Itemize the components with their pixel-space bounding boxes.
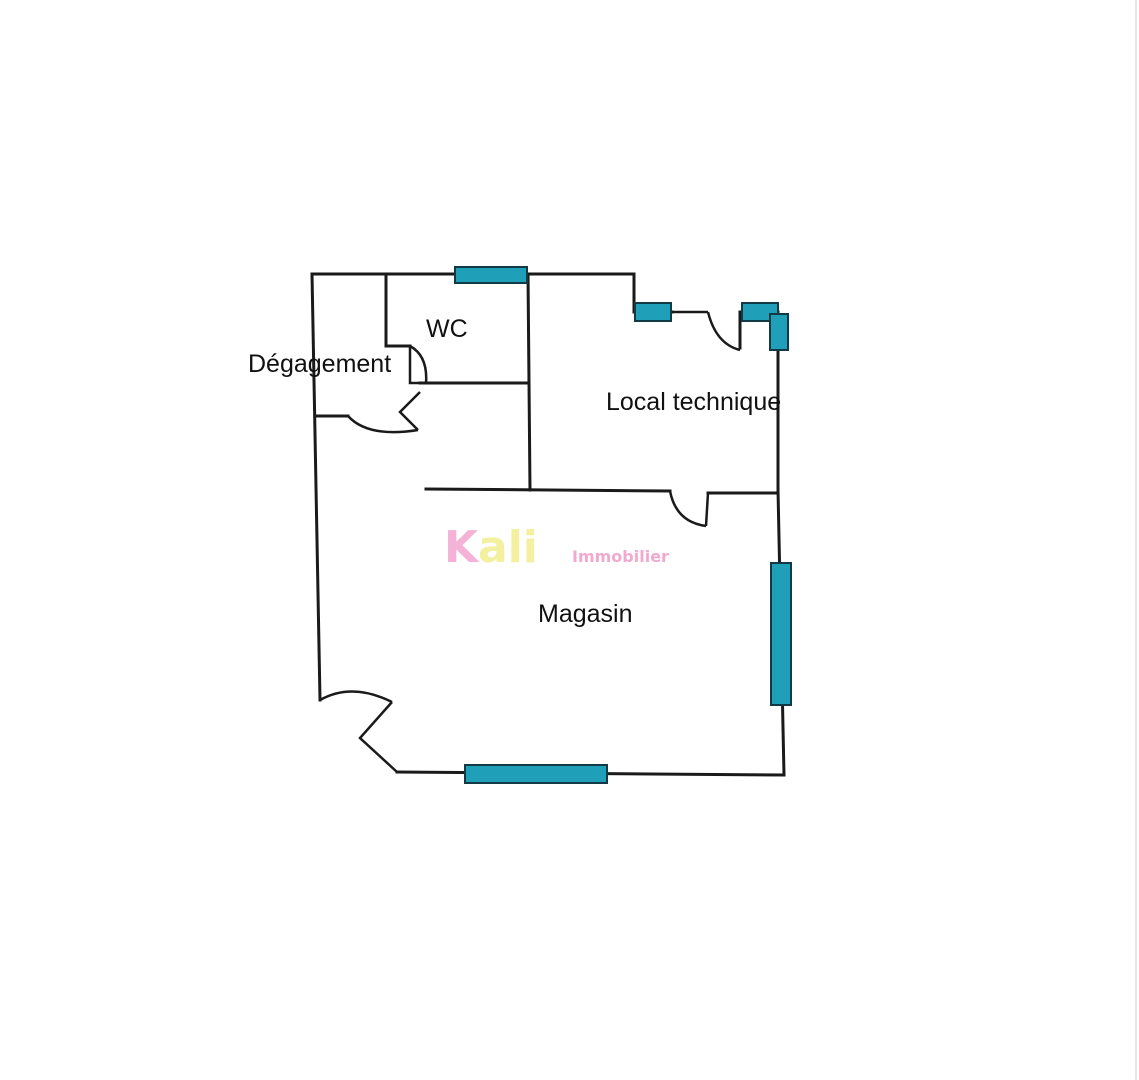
room-label-wc: WC [426,315,468,343]
door-local-technique-exterior [706,311,741,352]
door-wc [409,344,428,384]
door-leaf-wc [408,346,426,385]
wall-wc-left [384,274,412,348]
room-label-degagement: Dégagement [248,350,391,378]
door-leaf-entrance [358,701,398,773]
doors [319,310,741,773]
watermark-subtitle: Immobilier [572,547,669,566]
door-magasin-local [668,490,707,528]
interior-walls [314,272,780,495]
door-degagement [347,415,419,434]
wall-magasin-top-left [424,487,672,493]
window-right [770,562,792,706]
window-local-technique-left [634,302,672,322]
wall-left [310,272,322,702]
window-bottom [464,764,608,784]
door-entrance [319,690,393,704]
watermark-k: K [444,522,480,573]
door-leaf-degagement [398,391,421,431]
door-leaf-magasin-local [704,492,710,527]
watermark: K ali Immobilier [444,522,669,573]
room-labels: WC Dégagement Local technique Magasin [248,315,781,628]
room-label-magasin: Magasin [538,600,633,628]
watermark-ali: ali [478,522,538,573]
window-local-technique-corner [769,313,789,351]
windows [454,266,792,784]
room-label-local-technique: Local technique [606,388,781,416]
window-top [454,266,528,284]
